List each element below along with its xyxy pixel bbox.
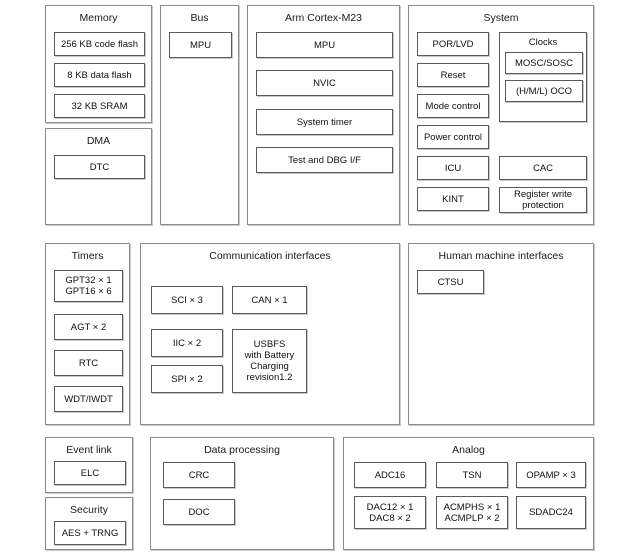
box-hml-oco: (H/M/L) OCO [505,80,583,102]
box-cac: CAC [499,156,587,180]
group-security: Security AES + TRNG [45,497,133,550]
box-can: CAN × 1 [232,286,307,314]
group-dma: DMA DTC [45,128,152,225]
box-mosc-sosc: MOSC/SOSC [505,52,583,74]
box-sram: 32 KB SRAM [54,94,145,118]
group-communication-interfaces: Communication interfaces SCI × 3 IIC × 2… [140,243,400,425]
box-code-flash: 256 KB code flash [54,32,145,56]
box-ctsu: CTSU [417,270,484,294]
group-title-system: System [483,12,519,24]
group-title-event-link: Event link [66,444,112,456]
group-memory: Memory 256 KB code flash 8 KB data flash… [45,5,152,123]
group-title-hmi: Human machine interfaces [438,250,564,262]
group-system: System POR/LVD Reset Mode control Power … [408,5,594,225]
box-icu: ICU [417,156,489,180]
group-title-memory: Memory [79,12,118,24]
group-human-machine-interfaces: Human machine interfaces CTSU [408,243,594,425]
box-sci: SCI × 3 [151,286,223,314]
group-title-cpu: Arm Cortex-M23 [284,12,362,24]
box-kint: KINT [417,187,489,211]
box-dtc: DTC [54,155,145,179]
box-power-control: Power control [417,125,489,149]
box-crc: CRC [163,462,235,488]
group-data-processing: Data processing CRC DOC [150,437,334,550]
subgroup-title-clocks: Clocks [528,37,558,48]
box-sdadc24: SDADC24 [516,496,586,529]
box-system-timer: System timer [256,109,393,135]
box-dac: DAC12 × 1 DAC8 × 2 [354,496,426,529]
box-data-flash: 8 KB data flash [54,63,145,87]
box-adc16: ADC16 [354,462,426,488]
box-rtc: RTC [54,350,123,376]
group-title-communication: Communication interfaces [209,250,331,262]
group-event-link: Event link ELC [45,437,133,493]
box-opamp: OPAMP × 3 [516,462,586,488]
box-gpt: GPT32 × 1 GPT16 × 6 [54,270,123,302]
box-acmp: ACMPHS × 1 ACMPLP × 2 [436,496,508,529]
box-iic: IIC × 2 [151,329,223,357]
box-nvic: NVIC [256,70,393,96]
box-tsn: TSN [436,462,508,488]
group-title-analog: Analog [452,444,485,456]
group-title-security: Security [70,504,108,516]
group-arm-cortex-m23: Arm Cortex-M23 MPU NVIC System timer Tes… [247,5,400,225]
group-analog: Analog ADC16 TSN OPAMP × 3 DAC12 × 1 DAC… [343,437,594,550]
subgroup-clocks: Clocks MOSC/SOSC (H/M/L) OCO [499,32,587,122]
box-aes-trng: AES + TRNG [54,521,126,545]
box-por-lvd: POR/LVD [417,32,489,56]
box-agt: AGT × 2 [54,314,123,340]
group-title-timers: Timers [71,250,104,262]
group-timers: Timers GPT32 × 1 GPT16 × 6 AGT × 2 RTC W… [45,243,130,425]
group-title-dma: DMA [86,135,111,147]
box-cpu-mpu: MPU [256,32,393,58]
box-reset: Reset [417,63,489,87]
box-doc: DOC [163,499,235,525]
box-elc: ELC [54,461,126,485]
box-bus-mpu: MPU [169,32,232,58]
box-test-dbg-if: Test and DBG I/F [256,147,393,173]
box-mode-control: Mode control [417,94,489,118]
box-register-write-protection: Register write protection [499,187,587,213]
group-bus: Bus MPU [160,5,239,225]
box-wdt-iwdt: WDT/IWDT [54,386,123,412]
box-spi: SPI × 2 [151,365,223,393]
group-title-bus: Bus [190,12,209,24]
group-title-data-processing: Data processing [204,444,280,456]
box-usbfs: USBFS with Battery Charging revision1.2 [232,329,307,393]
